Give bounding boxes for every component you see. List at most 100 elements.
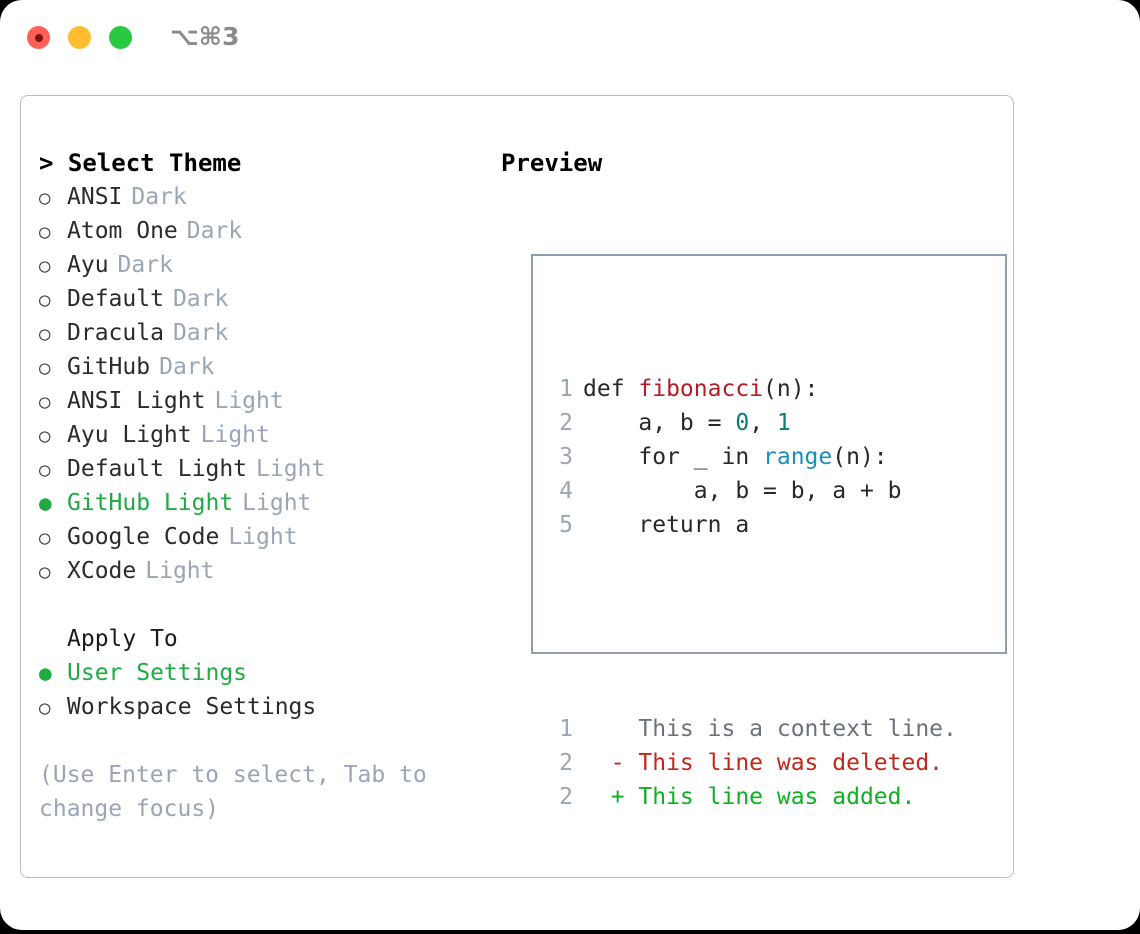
apply-to-options[interactable]: ● User Settings ○ Workspace Settings [39, 656, 479, 724]
theme-variant-tag: Light [242, 490, 312, 516]
line-number: 2 [559, 750, 573, 776]
diff-text: This line was added. [638, 784, 916, 810]
radio-unselected-icon[interactable]: ○ [39, 527, 51, 549]
theme-name-label: GitHub Light [67, 490, 234, 516]
diff-sample: 1 This is a context line. 2 - This line w… [549, 712, 957, 814]
theme-name-label: Default [67, 286, 164, 312]
radio-unselected-icon[interactable]: ○ [39, 255, 51, 277]
theme-list-item[interactable]: ● GitHub Light Light [39, 486, 479, 520]
line-number: 1 [559, 716, 573, 742]
diff-text: This is a context line. [638, 716, 957, 742]
close-button-icon[interactable] [27, 26, 50, 49]
line-number: 2 [559, 410, 573, 436]
code-line: 2 a, b = 0, 1 [549, 406, 957, 440]
theme-list-item[interactable]: ○ XCode Light [39, 554, 479, 588]
diff-marker [583, 712, 638, 746]
keyboard-hint-text: (Use Enter to select, Tab to change focu… [39, 762, 441, 822]
code-token: def [583, 376, 639, 402]
theme-name-label: ANSI Light [67, 388, 206, 414]
radio-selected-icon[interactable]: ● [39, 661, 52, 685]
theme-name-label: GitHub [67, 354, 151, 380]
line-number: 1 [559, 376, 573, 402]
theme-name-label: XCode [67, 558, 137, 584]
diff-marker: - [583, 750, 639, 776]
apply-to-label: User Settings [67, 660, 248, 686]
theme-variant-tag: Dark [131, 184, 187, 210]
radio-unselected-icon[interactable]: ○ [39, 561, 51, 583]
code-diff-separator [549, 610, 957, 644]
diff-text: This line was deleted. [638, 750, 944, 776]
apply-to-option[interactable]: ● User Settings [39, 656, 479, 690]
theme-name-label: ANSI [67, 184, 123, 210]
diff-line: 2 + This line was added. [549, 780, 957, 814]
preview-heading: Preview [501, 149, 603, 177]
select-theme-heading: > Select Theme [39, 149, 242, 177]
radio-unselected-icon[interactable]: ○ [39, 697, 51, 719]
theme-variant-tag: Light [228, 524, 298, 550]
window-controls [27, 26, 132, 49]
theme-variant-tag: Dark [186, 218, 243, 244]
radio-unselected-icon[interactable]: ○ [39, 357, 51, 379]
theme-variant-tag: Light [200, 422, 270, 448]
code-token: range [763, 444, 833, 470]
code-token: , [749, 410, 777, 436]
theme-variant-tag: Dark [159, 354, 215, 380]
theme-name-label: Google Code [67, 524, 220, 550]
theme-list-item[interactable]: ○ Google Code Light [39, 520, 479, 554]
code-token: (n): [763, 376, 819, 402]
radio-unselected-icon[interactable]: ○ [39, 391, 51, 413]
apply-to-option[interactable]: ○ Workspace Settings [39, 690, 479, 724]
theme-list-item[interactable]: ○ GitHub Dark [39, 350, 479, 384]
line-number: 5 [559, 512, 573, 538]
radio-unselected-icon[interactable]: ○ [39, 187, 51, 209]
code-token: fibonacci [638, 376, 764, 402]
theme-list-item[interactable]: ○ Default Dark [39, 282, 479, 316]
line-number: 2 [559, 784, 573, 810]
code-token: 1 [776, 410, 791, 436]
title-bar: ⌥⌘3 [0, 0, 1140, 78]
apply-to-heading: Apply To [67, 626, 178, 652]
minimize-button-icon[interactable] [68, 26, 91, 49]
theme-name-label: Dracula [67, 320, 164, 346]
theme-name-label: Ayu [67, 252, 109, 278]
code-token: (n): [832, 444, 888, 470]
code-line: 3 for _ in range(n): [549, 440, 957, 474]
code-token: 0 [735, 410, 750, 436]
zoom-button-icon[interactable] [109, 26, 132, 49]
radio-unselected-icon[interactable]: ○ [39, 459, 51, 481]
theme-name-label: Default Light [67, 456, 248, 482]
radio-selected-icon[interactable]: ● [39, 491, 52, 515]
diff-marker: + [583, 784, 639, 810]
code-token: a, b = b, a + b [583, 478, 902, 504]
theme-variant-tag: Dark [172, 286, 229, 312]
radio-unselected-icon[interactable]: ○ [39, 221, 51, 243]
code-line: 5 return a [549, 508, 957, 542]
theme-variant-tag: Light [145, 558, 215, 584]
apply-to-label: Workspace Settings [67, 694, 317, 720]
code-token: a, b = [583, 410, 736, 436]
theme-list-item[interactable]: ○ ANSI Dark [39, 180, 479, 214]
theme-list-item[interactable]: ○ Ayu Dark [39, 248, 479, 282]
keyboard-shortcut-label: ⌥⌘3 [170, 22, 240, 51]
line-number: 4 [559, 478, 573, 504]
theme-variant-tag: Dark [117, 252, 173, 278]
radio-unselected-icon[interactable]: ○ [39, 425, 51, 447]
code-token: for _ in [583, 444, 764, 470]
radio-unselected-icon[interactable]: ○ [39, 323, 51, 345]
diff-line: 1 This is a context line. [549, 712, 957, 746]
line-number: 3 [559, 444, 573, 470]
radio-unselected-icon[interactable]: ○ [39, 289, 51, 311]
